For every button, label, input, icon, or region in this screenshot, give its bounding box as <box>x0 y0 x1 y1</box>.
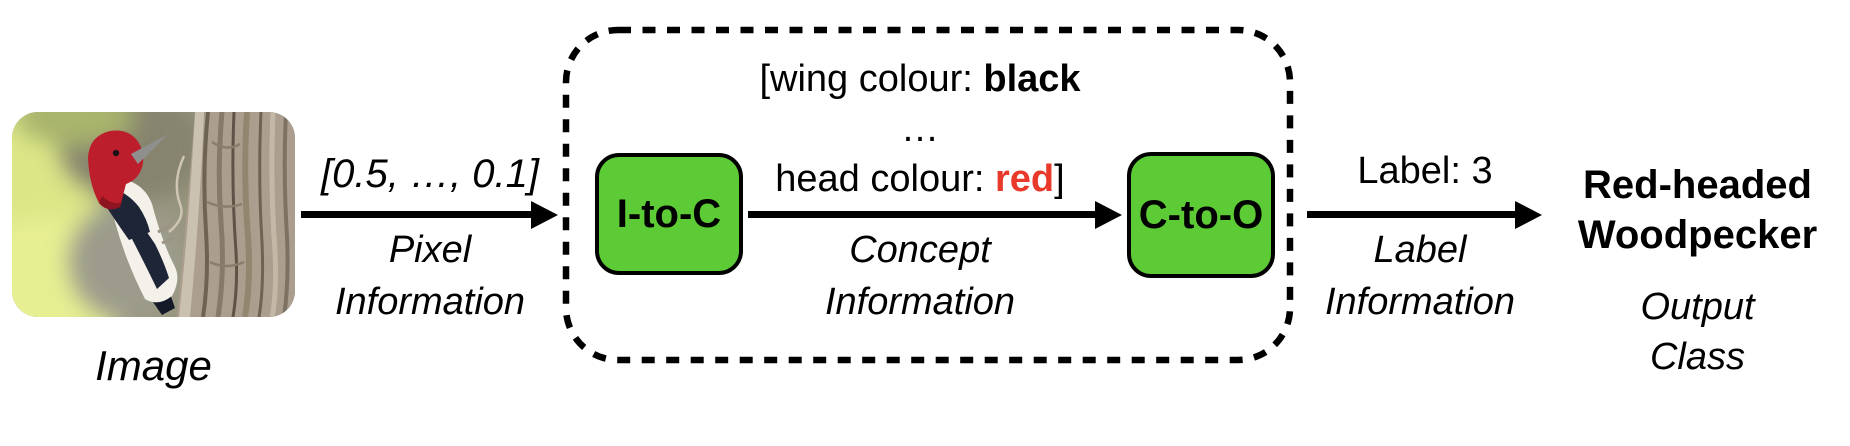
pixel-information-label: Pixel Information <box>275 224 585 328</box>
c-to-o-module: C-to-O <box>1127 152 1275 278</box>
head-colour-label: head colour: <box>775 158 995 200</box>
concept-information-label: Concept Information <box>770 224 1070 328</box>
label-arrow <box>1307 211 1515 218</box>
i-to-c-label: I-to-C <box>616 191 722 236</box>
concept-line-head: head colour: red] <box>690 154 1150 204</box>
output-class-name: Red-headed Woodpecker <box>1545 160 1850 260</box>
concept-ellipsis: … <box>901 108 939 150</box>
woodpecker-illustration <box>12 112 295 317</box>
pixel-information-line2: Information <box>334 281 526 323</box>
c-to-o-label: C-to-O <box>1138 192 1264 237</box>
concept-line-wing: [wing colour: black <box>690 54 1150 104</box>
concept-predictions: [wing colour: black … head colour: red] <box>690 54 1150 204</box>
head-colour-value: red <box>995 158 1055 200</box>
label-value: Label: 3 <box>1357 150 1493 192</box>
wing-colour-value: black <box>983 58 1081 100</box>
input-image-caption: Image <box>95 342 212 389</box>
concept-closing-bracket: ] <box>1054 158 1065 200</box>
pixel-arrow <box>301 211 531 218</box>
output-caption-line2: Class <box>1649 336 1746 378</box>
output-class-caption: Output Class <box>1545 282 1850 382</box>
label-information-label: Label Information <box>1270 224 1570 328</box>
label-information-line1: Label <box>1373 229 1467 271</box>
woodpecker-photo <box>12 112 295 317</box>
output-class-line1: Red-headed <box>1583 163 1812 207</box>
i-to-c-module: I-to-C <box>595 153 743 275</box>
pixel-information-line1: Pixel <box>388 229 472 271</box>
concept-information-line2: Information <box>824 281 1016 323</box>
concept-information-line1: Concept <box>849 229 991 271</box>
bottleneck-dashed-border <box>562 26 1294 364</box>
concept-arrow <box>748 211 1095 218</box>
wing-colour-label: [wing colour: <box>759 58 984 100</box>
output-caption-line1: Output <box>1640 286 1755 328</box>
output-class-line2: Woodpecker <box>1577 213 1818 257</box>
pixel-vector-label: [0.5, …, 0.1] <box>321 152 539 196</box>
label-information-line2: Information <box>1324 281 1516 323</box>
